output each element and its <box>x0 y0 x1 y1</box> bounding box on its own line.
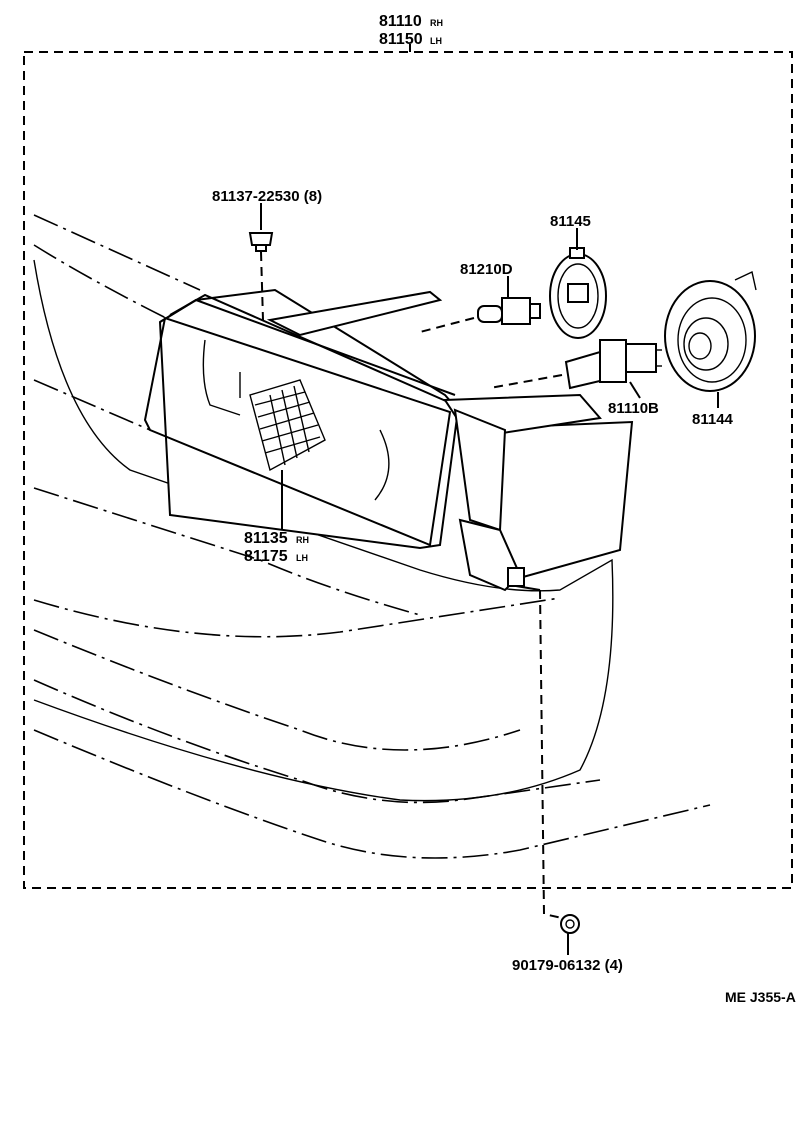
small-bulb-label: 81210D <box>460 261 513 278</box>
main-bulb-label: 81110B <box>608 400 659 417</box>
screw-icon <box>248 232 274 252</box>
lens-part-lh: 81175 <box>244 548 288 565</box>
screw-leader <box>260 251 264 321</box>
lens-suffix-lh: LH <box>296 553 308 563</box>
assembly-suffix-lh: LH <box>430 36 442 46</box>
main-bulb-icon <box>564 339 662 390</box>
socket-icon <box>549 247 607 339</box>
assembly-part-lh: 81150 <box>379 31 423 48</box>
lens-grille <box>249 379 326 472</box>
lens-part-rh: 81135 <box>244 530 288 547</box>
assembly-suffix-rh: RH <box>430 18 443 28</box>
main-bulb-leader <box>629 381 641 399</box>
headlamp-housing <box>143 288 602 592</box>
main-bulb-dash <box>489 374 563 389</box>
lens-suffix-rh: RH <box>296 535 309 545</box>
small-bulb-dash <box>419 317 475 333</box>
socket-label: 81145 <box>550 213 591 230</box>
diagram-code: ME J355-A <box>725 989 796 1005</box>
cover-label: 81144 <box>692 411 734 428</box>
assembly-part-rh: 81110 <box>379 13 422 30</box>
nut-leader-dash <box>539 589 563 919</box>
screw-label: 81137-22530 (8) <box>212 188 322 205</box>
assembly-boundary <box>23 51 793 889</box>
small-bulb-icon <box>477 297 541 325</box>
stud-icon <box>507 567 541 591</box>
nut-label: 90179-06132 (4) <box>512 957 623 974</box>
bumper-outline <box>33 214 711 859</box>
cover-icon <box>664 270 757 392</box>
nut-icon <box>560 914 580 934</box>
